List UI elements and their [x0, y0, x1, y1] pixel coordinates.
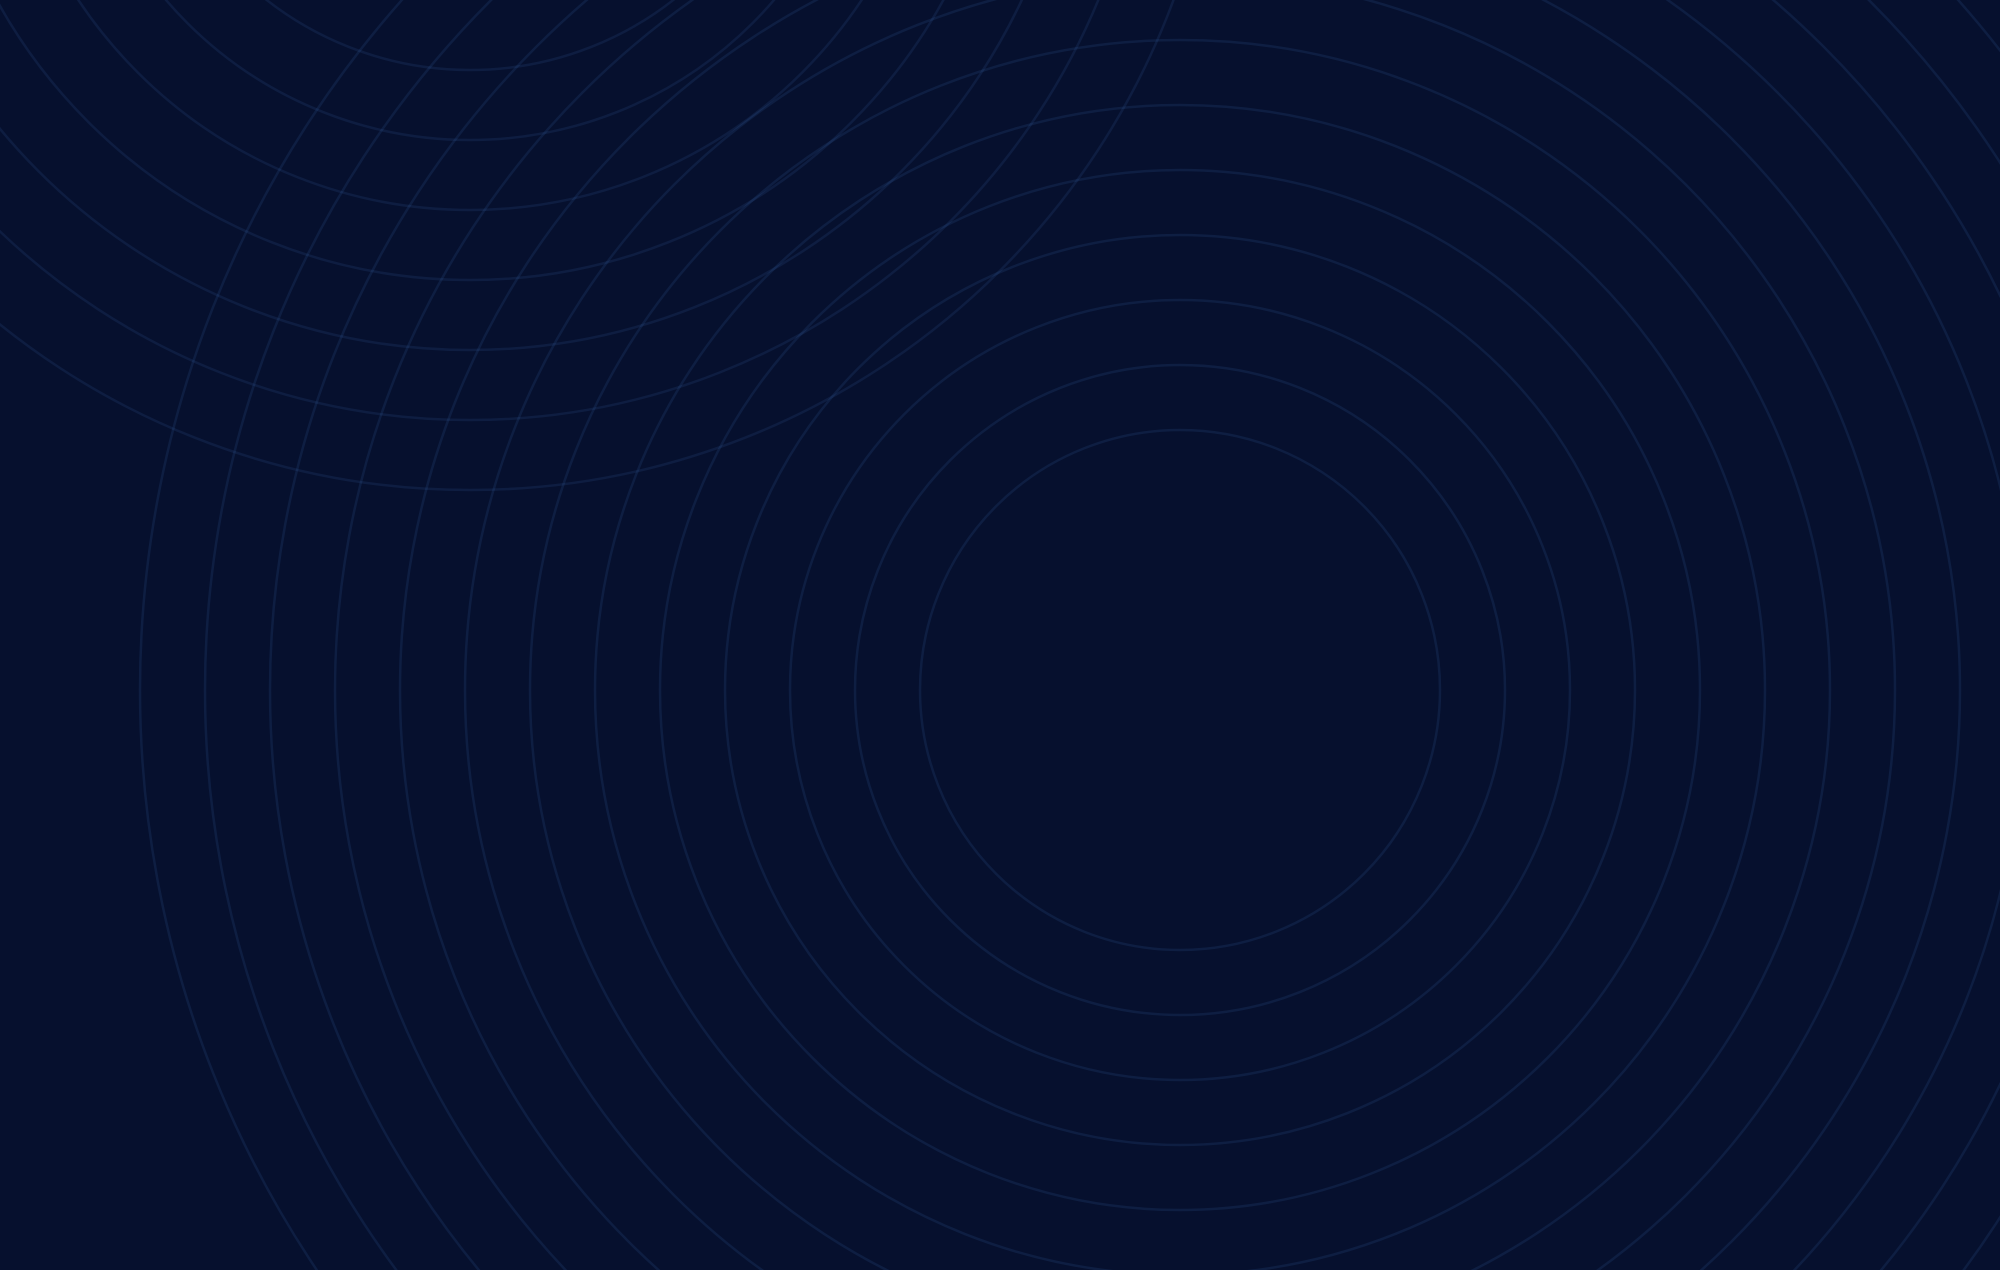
- contour-rings-top-left: [0, 0, 1175, 492]
- contour-rings-main: [139, 0, 2000, 1270]
